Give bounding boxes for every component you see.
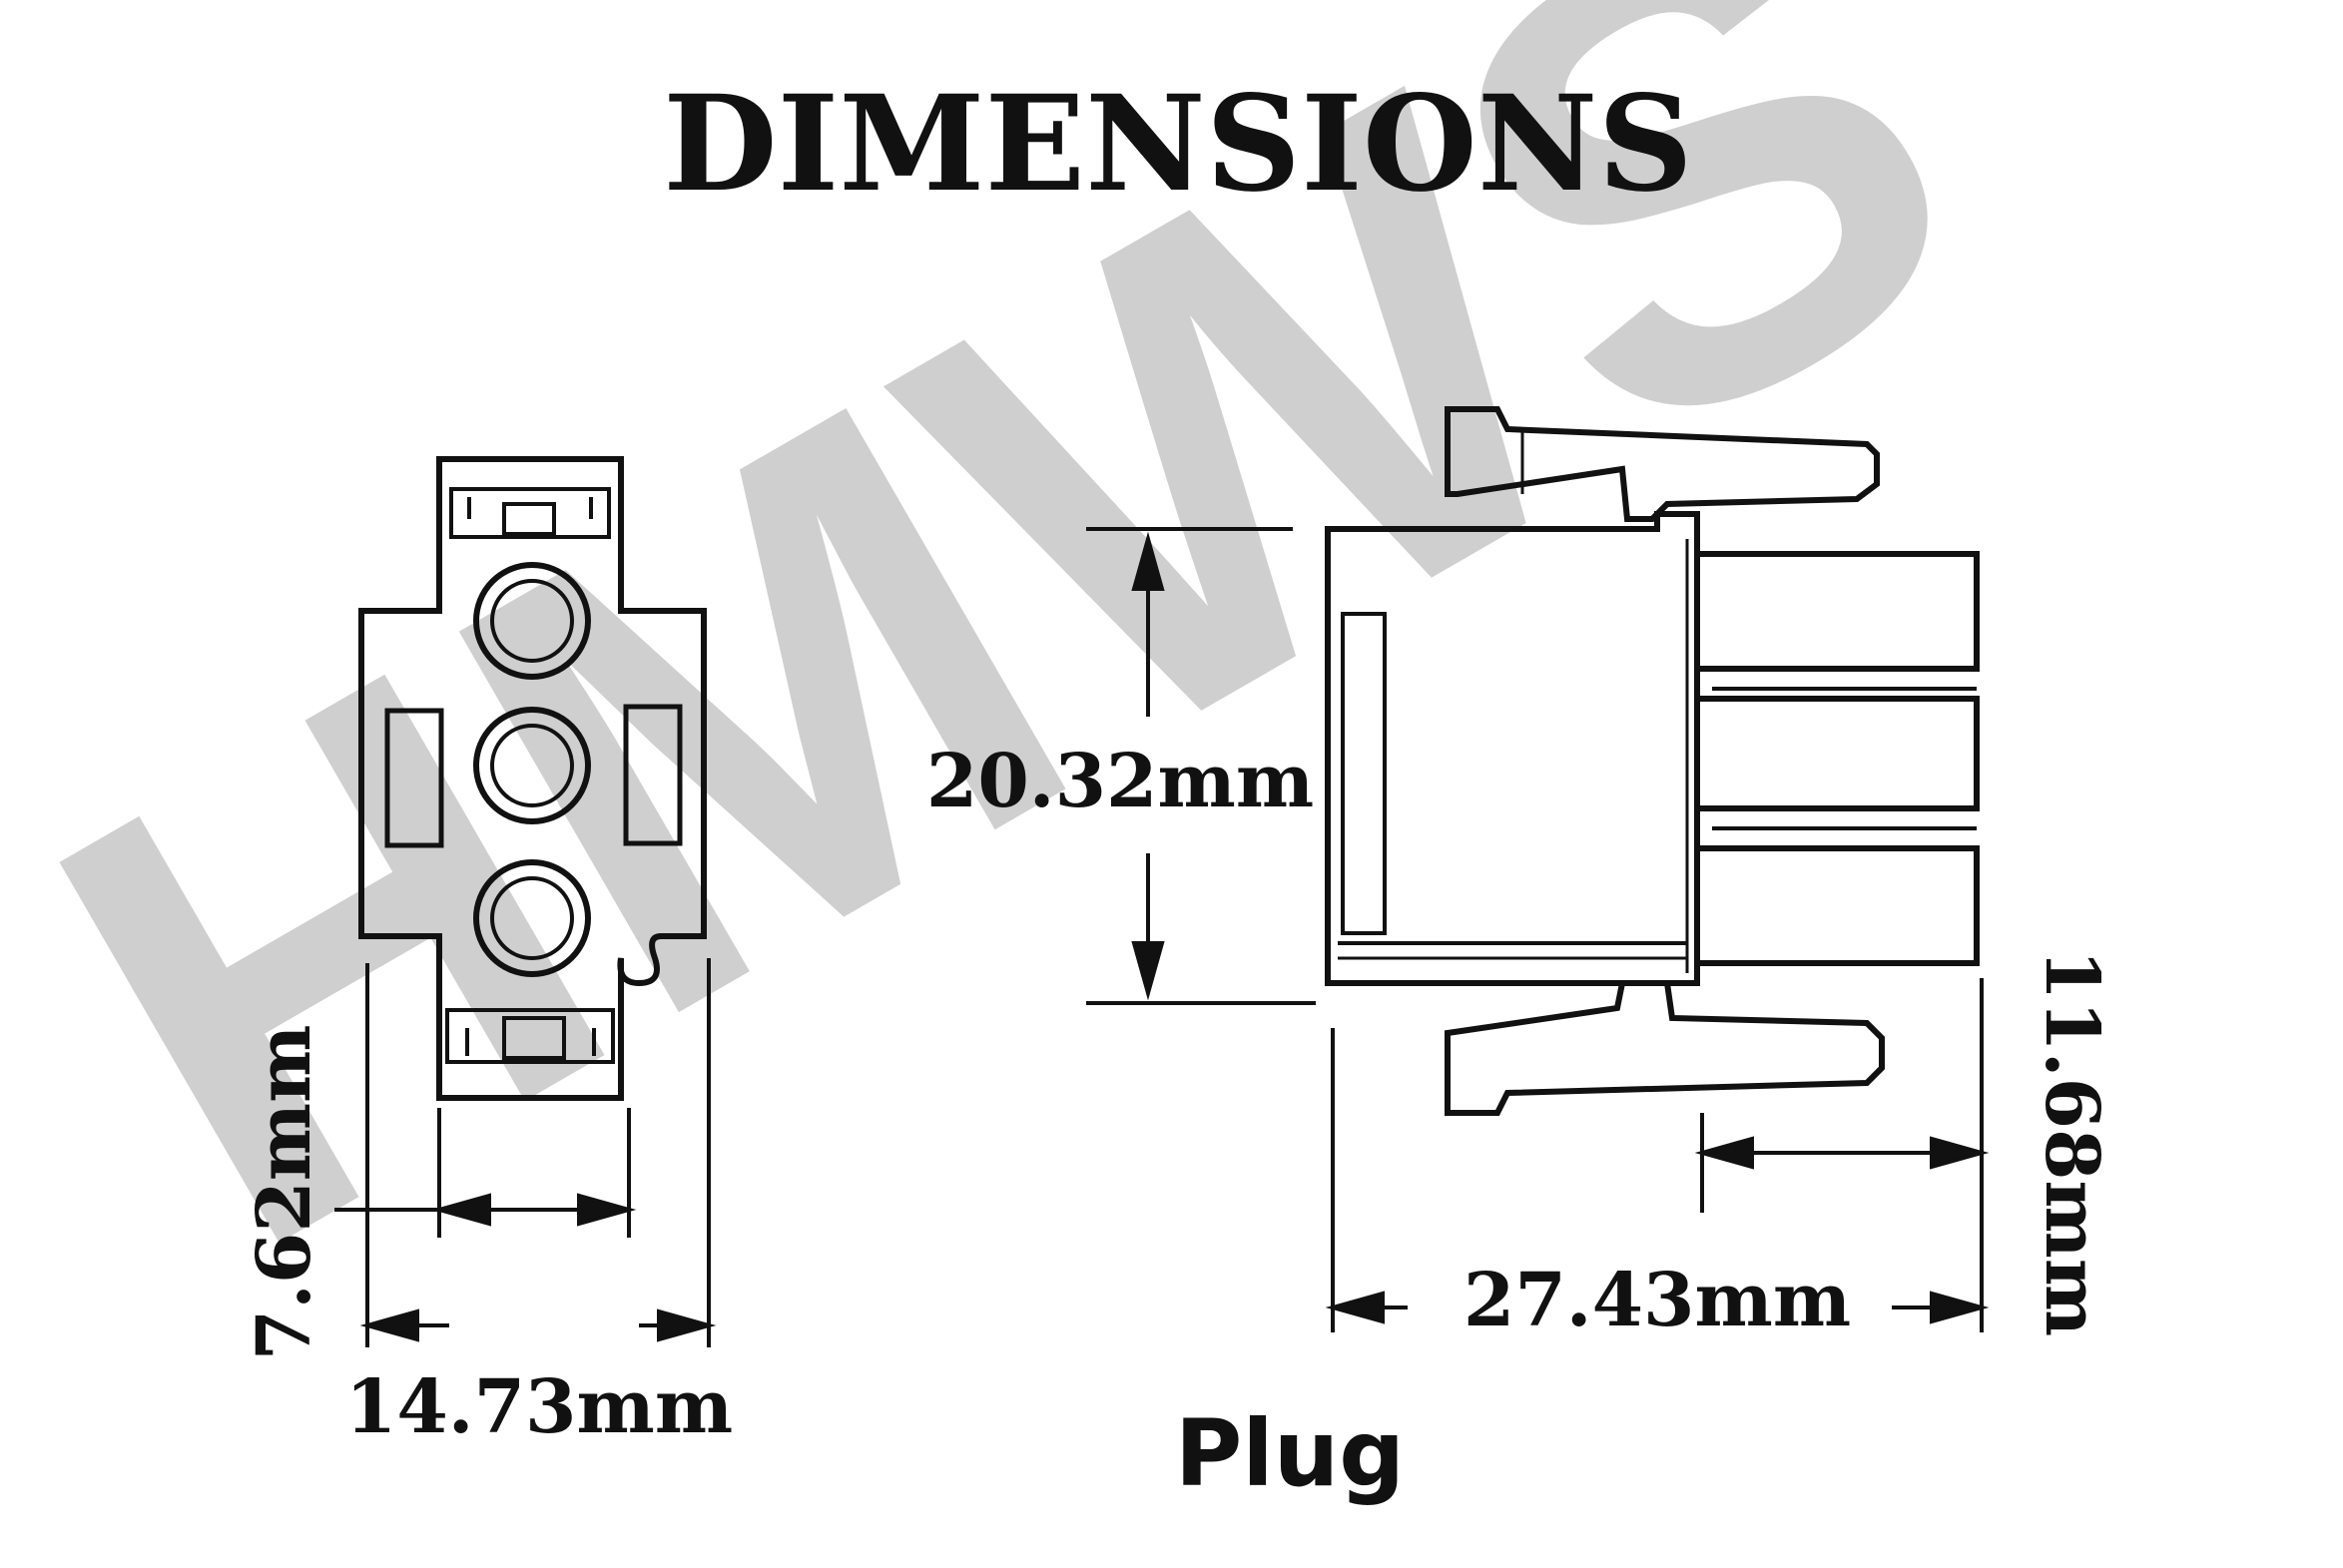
front-view-outline [358,456,707,1101]
front-left-slot [384,708,444,848]
dimension-length-label: 27.43mm [1464,1258,1851,1343]
side-view-bottom-latch [1445,980,1885,1116]
dimension-height-label: 20.32mm [926,739,1314,824]
side-view-contact-bottom [1694,845,1980,966]
side-view-housing [1325,511,1700,986]
dimension-pitch-label: 7.62mm [242,1025,327,1361]
plug-caption: Plug [1175,1400,1405,1507]
side-view-contact-top [1694,551,1980,672]
front-view [358,456,707,1101]
dimension-width-label: 14.73mm [345,1364,733,1450]
front-top-latch [449,487,611,539]
pin-hole-bottom [473,859,591,977]
side-view [1325,406,1980,1116]
pin-hole-top [473,562,591,680]
front-pin-holes [473,562,591,977]
pin-hole-middle [473,707,591,824]
front-dimension-lines [334,958,717,1347]
front-bottom-latch [445,1008,615,1064]
front-right-slot [623,704,683,846]
page-title: DIMENSIONS [663,67,1693,222]
side-view-contact-middle [1694,696,1980,811]
dimension-tail-label: 11.68mm [2029,949,2114,1336]
side-dimension-lines [1086,527,1990,1332]
side-view-top-latch [1445,406,1880,522]
